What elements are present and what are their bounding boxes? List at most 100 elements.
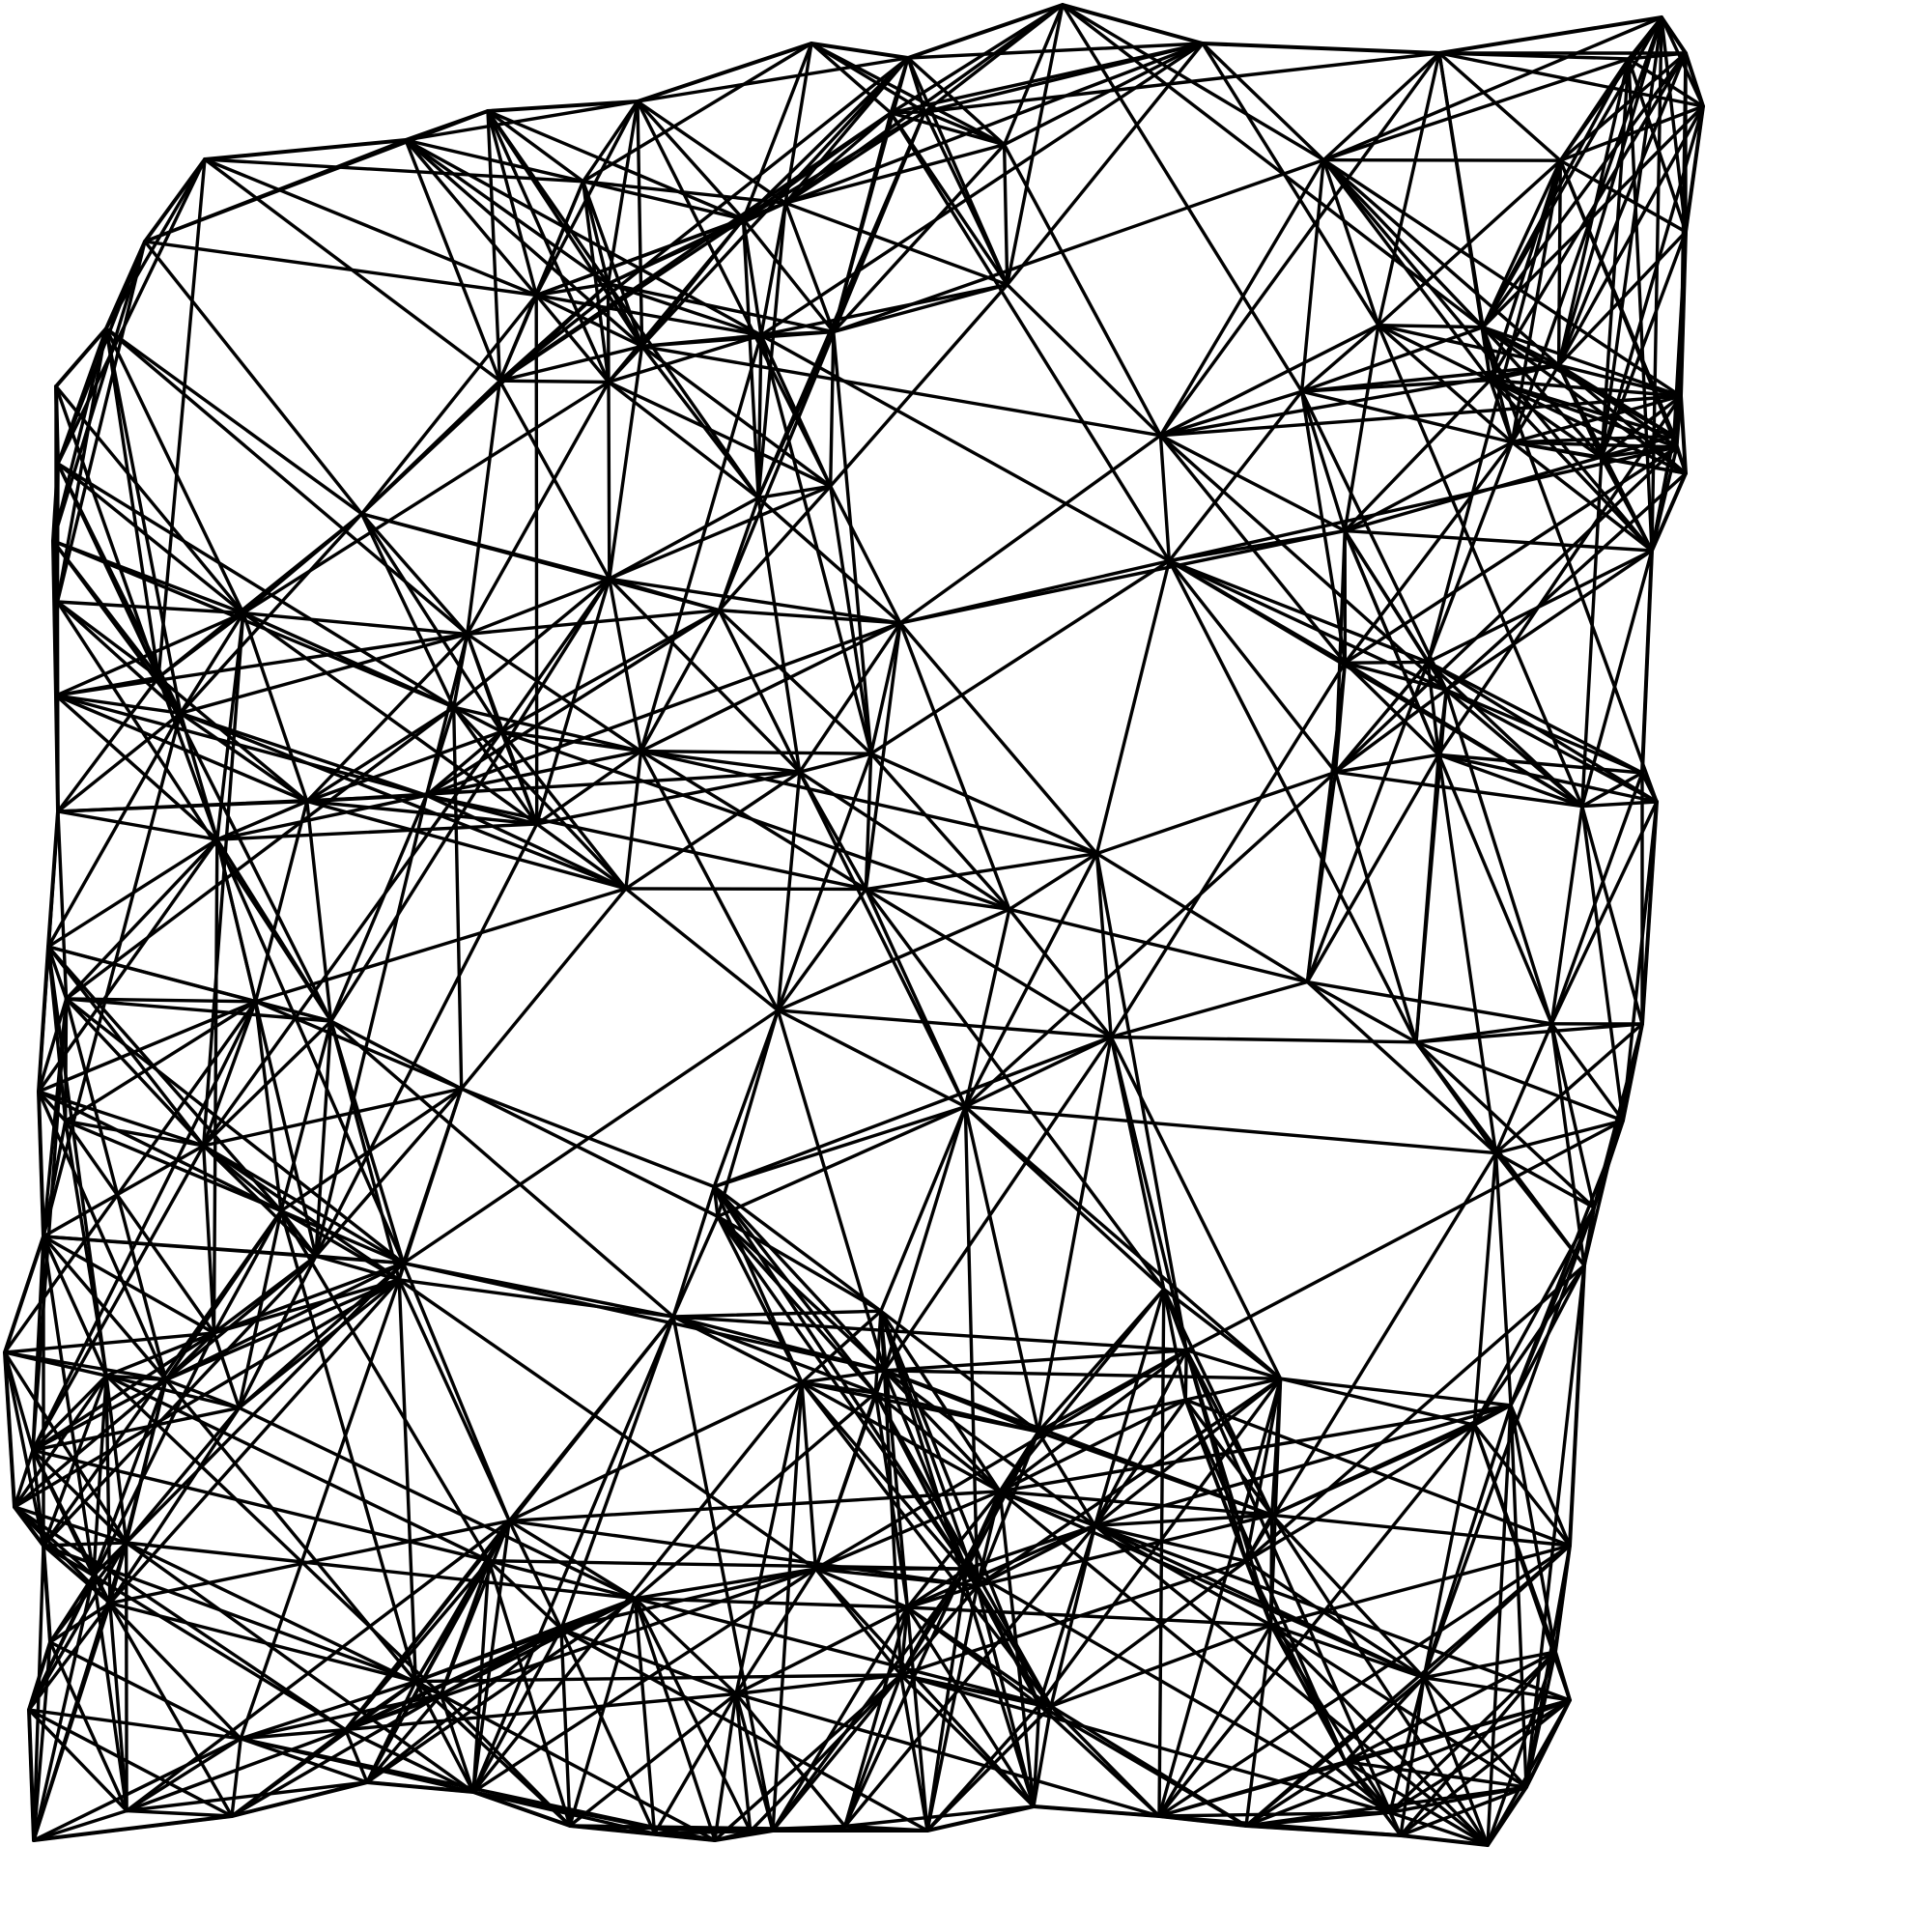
graph-edge: [1269, 1513, 1426, 1680]
graph-edge: [1472, 1151, 1498, 1427]
graph-edge: [125, 1737, 242, 1813]
graph-edge: [559, 1627, 738, 1696]
graph-edge: [813, 1349, 1188, 1571]
graph-edge: [1201, 42, 1325, 162]
graph-edge: [1268, 1377, 1283, 1628]
graph-edge: [3, 1000, 258, 1354]
graph-edge: [832, 142, 1007, 334]
graph-edge: [1422, 1650, 1557, 1680]
graph-edge: [1002, 3, 1065, 147]
graph-edge: [1426, 660, 1659, 804]
graph-edge: [636, 56, 910, 103]
graph-edge: [1582, 1206, 1596, 1267]
graph-edge: [365, 1519, 511, 1784]
graph-edge: [486, 109, 611, 384]
graph-edge: [46, 945, 333, 1023]
graph-edge: [1109, 1035, 1418, 1044]
graph-edge: [976, 1377, 1283, 1588]
graph-edge: [507, 1490, 1002, 1523]
graph-edge: [783, 142, 1007, 205]
graph-edge: [800, 1369, 887, 1384]
graph-edge: [13, 1278, 401, 1509]
graph-edge: [46, 711, 183, 949]
graph-edge: [671, 1214, 720, 1319]
graph-edge: [64, 997, 333, 1023]
graph-edge: [1343, 378, 1492, 533]
graph-edge: [882, 1369, 969, 1571]
graph-edge: [1305, 980, 1553, 1026]
graph-edge: [1414, 688, 1448, 1044]
graph-edge: [1436, 394, 1683, 756]
graph-edge: [1600, 15, 1663, 460]
graph-edge: [404, 99, 639, 142]
graph-edge: [164, 1378, 242, 1410]
graph-edge: [1269, 1404, 1513, 1518]
graph-edge: [1094, 851, 1188, 1352]
graph-edge: [1002, 142, 1163, 438]
graph-edge: [1684, 104, 1705, 234]
graph-edge: [486, 109, 538, 298]
graph-edge: [1109, 661, 1348, 1039]
graph-edge: [998, 1490, 1426, 1680]
graph-edge: [581, 180, 611, 286]
graph-edge: [734, 1691, 753, 1833]
graph-edge: [56, 810, 219, 841]
graph-edge: [1158, 363, 1561, 438]
graph-edge: [1399, 1833, 1490, 1847]
graph-edge: [27, 1601, 112, 1712]
graph-edge: [253, 887, 628, 1004]
graph-edge: [535, 749, 643, 826]
graph-edge: [452, 705, 503, 734]
graph-edge: [471, 1315, 675, 1794]
graph-edge: [1486, 1650, 1557, 1847]
graph-edge: [466, 632, 643, 753]
graph-edge: [898, 621, 1011, 911]
graph-edge: [203, 138, 408, 161]
graph-edge: [1493, 1151, 1513, 1407]
graph-edge: [879, 1309, 1036, 1808]
graph-edge: [671, 1315, 1188, 1352]
graph-edge: [756, 201, 787, 499]
graph-edge: [1162, 1287, 1188, 1402]
graph-edge: [27, 1331, 216, 1712]
graph-edge: [64, 997, 258, 1004]
graph-edge: [404, 138, 611, 286]
graph-edge: [1305, 660, 1430, 984]
graph-edge: [486, 109, 746, 221]
graph-edge: [1414, 1022, 1553, 1044]
graph-edge: [108, 1601, 128, 1813]
graph-edge: [305, 799, 628, 891]
graph-edge: [1493, 1151, 1596, 1209]
graph-edge: [898, 434, 1163, 625]
graph-edge: [1158, 51, 1441, 438]
graph-edge: [813, 1567, 910, 1609]
graph-edge: [1343, 434, 1676, 533]
graph-edge: [1158, 394, 1683, 438]
graph-edge: [63, 1000, 258, 1123]
graph-edge: [452, 705, 464, 1091]
graph-edge: [636, 99, 746, 221]
graph-edge: [46, 945, 108, 1378]
graph-edge: [1305, 980, 1418, 1044]
graph-edge: [1244, 1151, 1498, 1563]
graph-edge: [242, 611, 539, 826]
graph-edge: [1061, 3, 1205, 45]
graph-edge: [1157, 1814, 1248, 1828]
graph-edge: [568, 1596, 638, 1828]
graph-edge: [783, 42, 813, 205]
graph-edge: [1481, 158, 1563, 329]
graph-edge: [230, 1692, 443, 1818]
graph-edge: [671, 1309, 883, 1319]
graph-edge: [1481, 326, 1688, 475]
graph-edge: [125, 1808, 234, 1818]
graph-edge: [771, 1380, 804, 1833]
graph-edge: [534, 293, 611, 384]
graph-edge: [64, 997, 406, 1265]
graph-edge: [1008, 851, 1099, 911]
graph-edge: [424, 793, 868, 892]
graph-edge: [864, 851, 1099, 892]
graph-edge: [215, 822, 539, 841]
graph-edge: [998, 1490, 1274, 1518]
graph-edge: [401, 1009, 780, 1265]
graph-edge: [397, 1278, 511, 1523]
